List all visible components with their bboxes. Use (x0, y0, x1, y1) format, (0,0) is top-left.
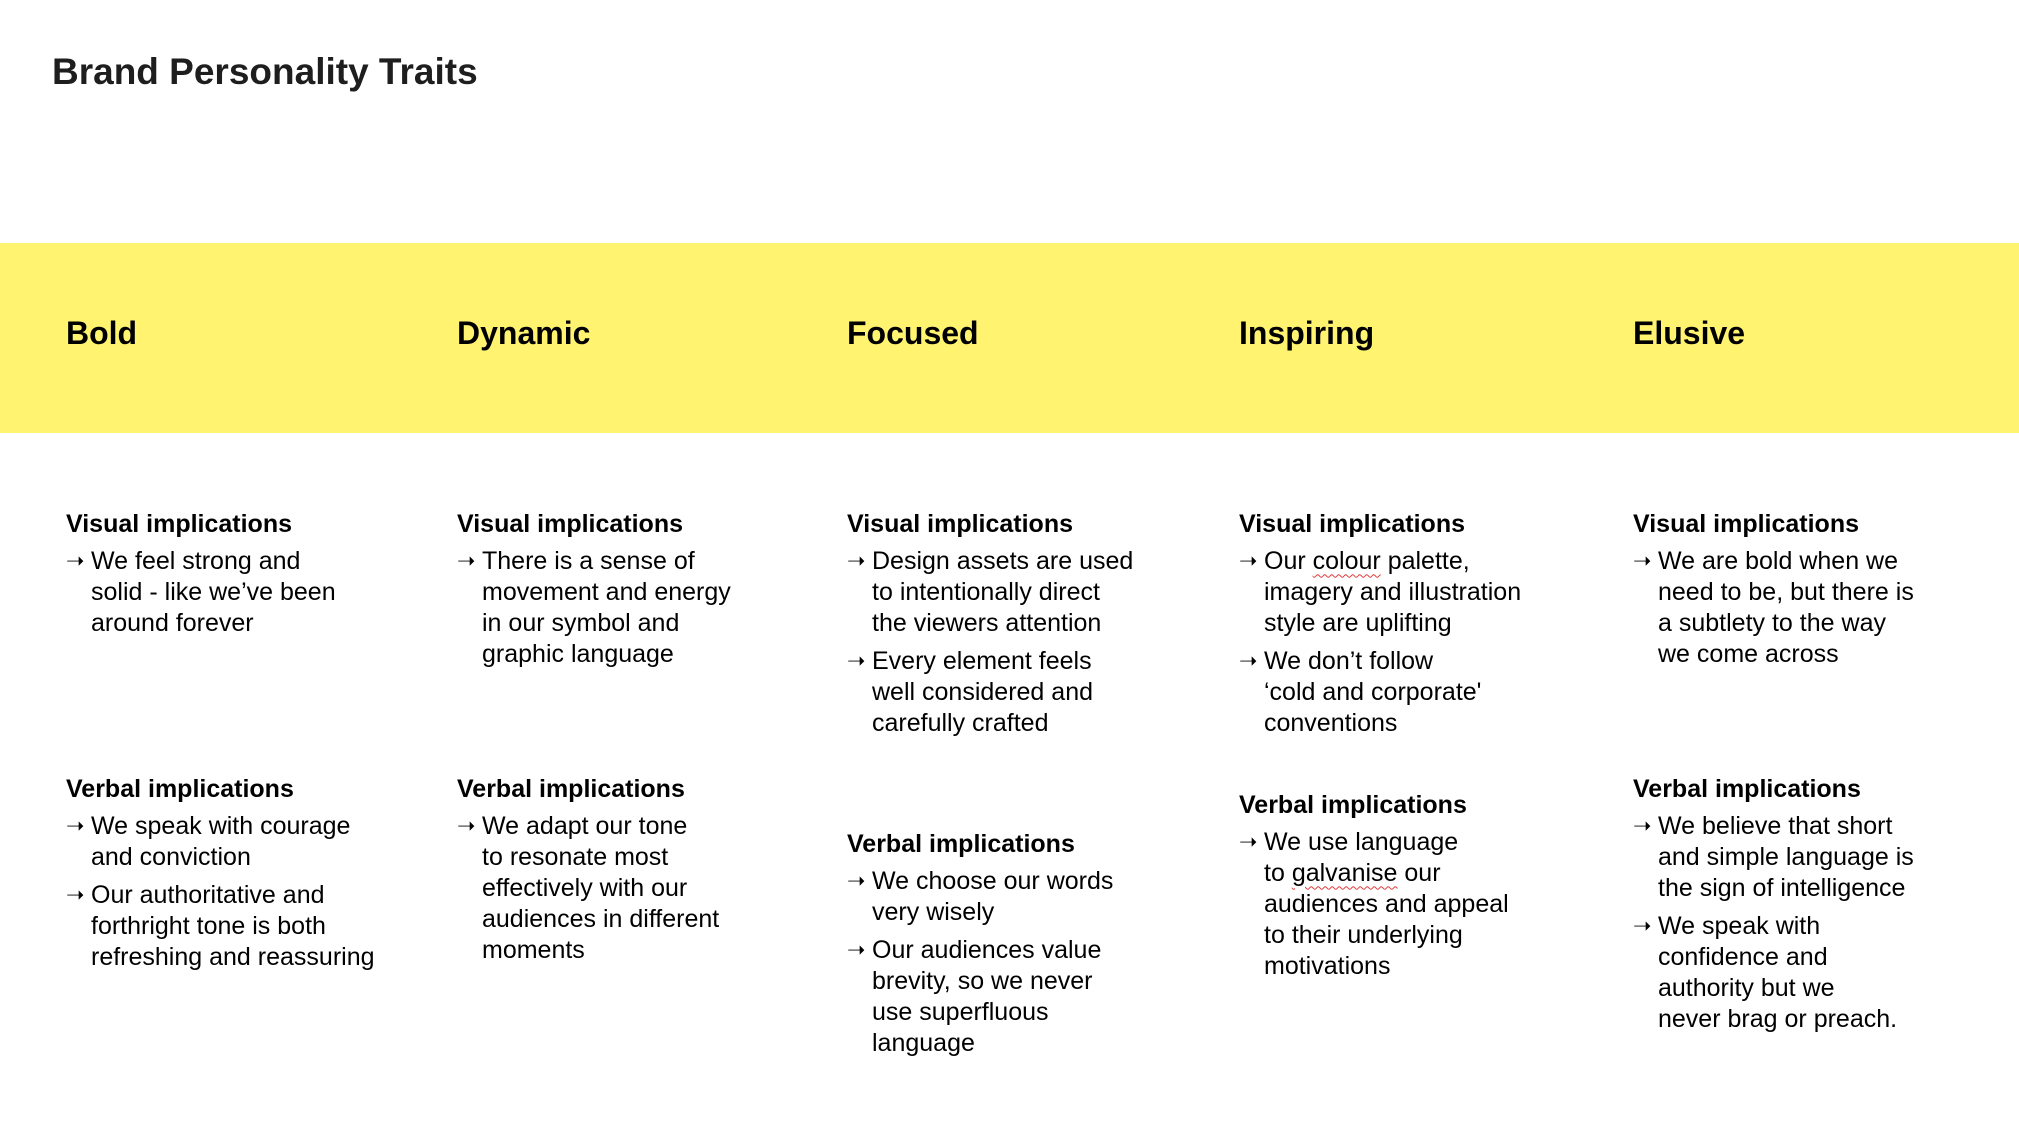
visual-implication-bullet: ➝Our colour palette,imagery and illustra… (1239, 546, 1579, 639)
verbal-implications-section: Verbal implications ➝We speak with courag… (66, 774, 406, 980)
trait-banner (0, 243, 2019, 433)
arrow-right-icon: ➝ (1239, 549, 1258, 575)
arrow-right-icon: ➝ (1633, 914, 1652, 940)
trait-heading-dynamic: Dynamic (457, 315, 591, 351)
arrow-right-icon: ➝ (1633, 549, 1652, 575)
verbal-implications-section: Verbal implications ➝We believe that shor… (1633, 774, 1973, 1042)
arrow-right-icon: ➝ (1239, 649, 1258, 675)
visual-implication-bullet: ➝We don’t follow‘cold and corporate'conv… (1239, 646, 1579, 739)
arrow-right-icon: ➝ (66, 814, 85, 840)
visual-implications-heading: Visual implications (1239, 510, 1466, 538)
arrow-right-icon: ➝ (847, 938, 866, 964)
arrow-right-icon: ➝ (66, 549, 85, 575)
trait-heading-bold: Bold (66, 315, 138, 351)
arrow-right-icon: ➝ (66, 883, 85, 909)
arrow-right-icon: ➝ (1633, 814, 1652, 840)
visual-implications-section: Visual implications ➝Our colour palette,i… (1239, 509, 1579, 746)
arrow-right-icon: ➝ (1239, 830, 1258, 856)
verbal-implications-heading: Verbal implications (847, 830, 1075, 858)
visual-implications-heading: Visual implications (457, 510, 684, 538)
verbal-implications-heading: Verbal implications (1239, 791, 1467, 819)
page-title: Brand Personality Traits (52, 51, 478, 92)
arrow-right-icon: ➝ (457, 814, 476, 840)
spellcheck-flag: colour (1312, 547, 1381, 576)
bullet-text: Our colour palette,imagery and illustrat… (1264, 547, 1522, 638)
trait-heading-focused: Focused (847, 315, 979, 351)
verbal-implications-heading: Verbal implications (1633, 775, 1861, 803)
arrow-right-icon: ➝ (847, 549, 866, 575)
spellcheck-flag: galvanise (1291, 859, 1398, 888)
visual-implications-heading: Visual implications (1633, 510, 1860, 538)
trait-heading-elusive: Elusive (1633, 315, 1746, 351)
arrow-right-icon: ➝ (457, 549, 476, 575)
visual-implications-heading: Visual implications (847, 510, 1074, 538)
arrow-right-icon: ➝ (847, 869, 866, 895)
bullet-text: We don’t follow‘cold and corporate'conve… (1264, 647, 1482, 738)
visual-implications-heading: Visual implications (66, 510, 293, 538)
visual-implications-section: Visual implications ➝Design assets are us… (847, 509, 1187, 746)
verbal-implications-heading: Verbal implications (66, 775, 294, 803)
trait-heading-inspiring: Inspiring (1239, 315, 1375, 351)
verbal-implications-heading: Verbal implications (457, 775, 685, 803)
arrow-right-icon: ➝ (847, 649, 866, 675)
